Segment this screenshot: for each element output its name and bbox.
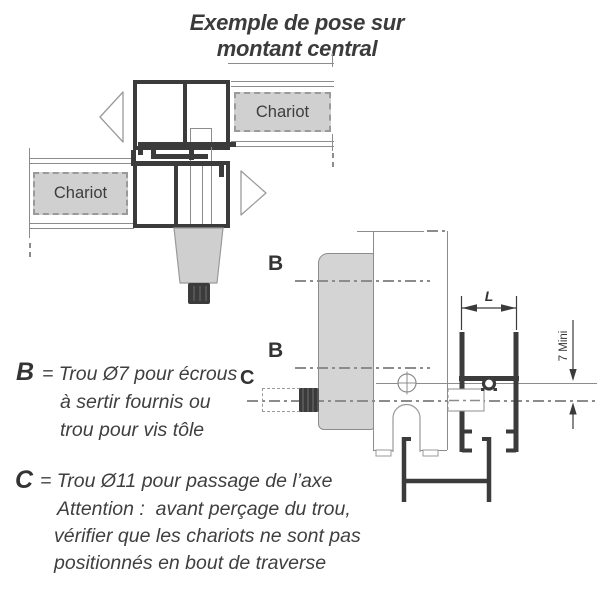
top-rail-end-dash <box>332 153 334 170</box>
central-post-mid-line <box>202 166 203 224</box>
body-foot-left <box>375 449 392 457</box>
legend-b-line1: = Trou Ø7 pour écrous <box>42 363 238 385</box>
interlock-hook-bottom-left <box>131 150 136 162</box>
page-title-line1: Exemple de pose sur <box>189 10 405 35</box>
top-rail-end-tick-lower <box>332 134 333 151</box>
bottom-rail-line-a <box>29 158 134 159</box>
bottom-rail-end-dash <box>29 243 31 257</box>
chariot-box-top: Chariot <box>234 92 331 132</box>
top-rail-upper-line <box>228 63 334 64</box>
legend-b-line3: trou pour vis tôle <box>60 419 205 441</box>
seven-mini-arrow-down <box>569 369 577 381</box>
l-dim-label: L <box>484 288 494 304</box>
interlock-bar-top <box>138 142 236 147</box>
legend-b-letter: B <box>16 358 35 386</box>
axle-c-centerline <box>247 400 597 402</box>
legend-b-line2: à sertir fournis ou <box>60 391 211 413</box>
chariot-bottom-label: Chariot <box>53 184 108 202</box>
bottom-rail-line-c <box>29 223 134 224</box>
top-rail-line-a <box>231 81 334 82</box>
axle-c-label: C <box>240 367 255 389</box>
traverse-left-edge <box>373 231 374 450</box>
wheel-arch-cutout <box>392 403 421 452</box>
legend-c-line2: Attention : avant perçage du trou, <box>57 498 351 520</box>
interlock-hook-bottom-right <box>219 166 224 177</box>
upper-profile-outline <box>133 80 230 150</box>
bottom-guide-legs <box>401 437 492 502</box>
hole-b-upper-centerline <box>295 280 430 282</box>
interlock-hook-mid <box>151 149 156 155</box>
bottom-rail-line-b <box>29 163 134 164</box>
hole-b-upper-label: B <box>268 252 284 275</box>
body-foot-right <box>422 449 439 457</box>
traverse-right-edge <box>447 231 448 450</box>
wheel-holder-body <box>173 227 224 284</box>
traverse-top-line <box>357 231 424 232</box>
upper-profile-divider <box>183 84 187 146</box>
top-rail-line-c <box>231 141 334 142</box>
bottom-rail-end-tick <box>29 148 30 238</box>
legend-c-line4: positionnés en bout de traverse <box>54 552 327 574</box>
interlock-drop <box>189 147 194 160</box>
top-rail-line-b <box>231 86 334 87</box>
axle-thread <box>299 388 319 412</box>
central-post-left-line <box>190 128 191 224</box>
arrow-right-triangle <box>240 170 267 216</box>
chariot-box-bottom: Chariot <box>33 172 128 215</box>
legend-c-line3: vérifier que les chariots ne sont pas <box>54 525 361 547</box>
l-dim-arrow-left <box>462 304 477 312</box>
bolt-head <box>481 376 497 391</box>
hole-b-lower-label: B <box>268 339 284 362</box>
page-title-line2: montant central <box>216 36 378 61</box>
central-post-right-line <box>211 128 212 224</box>
top-rail-line-d <box>231 146 334 147</box>
interlock-hook-top-left <box>138 142 143 155</box>
top-rail-end-tick-upper <box>332 53 333 67</box>
arrow-left-triangle <box>99 91 124 143</box>
seven-mini-label: 7 Mini <box>558 330 570 362</box>
chariot-top-label: Chariot <box>255 102 310 121</box>
profile-section-bottom-hooks <box>462 429 516 453</box>
legend-c-line1: = Trou Ø11 pour passage de l’axe <box>40 470 333 492</box>
central-post-top-line <box>190 128 212 129</box>
lower-profile-outline <box>133 161 230 228</box>
lower-profile-divider <box>174 165 178 224</box>
l-dim-extension-lines <box>460 296 518 330</box>
seven-mini-arrow-up <box>569 402 577 415</box>
interlock-bar-mid <box>151 154 208 159</box>
l-dim-arrow-right <box>501 304 516 312</box>
hole-b-lower-centerline <box>295 367 430 369</box>
legend-c-letter: C <box>15 466 34 494</box>
interlock-bar-bottom <box>131 161 224 166</box>
traverse-top-dash <box>427 230 448 232</box>
bottom-rail-line-d <box>29 228 134 229</box>
